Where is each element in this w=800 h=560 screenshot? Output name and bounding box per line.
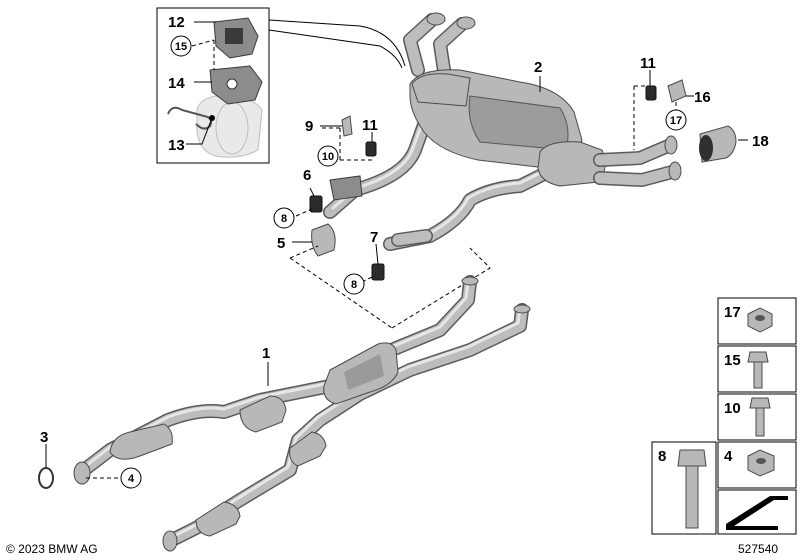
panel-17-number: 17	[724, 304, 741, 321]
callout-2: 2	[534, 59, 542, 76]
dash-mount-frame	[289, 245, 491, 329]
cat-converter-lower-left	[195, 501, 241, 537]
front-flange-lower	[162, 530, 178, 552]
callout-10-ring	[317, 145, 339, 167]
callout-7: 7	[370, 229, 378, 246]
rear-muffler-left-box	[411, 73, 471, 107]
panel-4-number: 4	[724, 448, 733, 465]
dash-8-upper	[295, 207, 315, 217]
callout-8b: 8	[351, 279, 357, 291]
clamp-assembly-6	[329, 175, 363, 201]
lead-6	[309, 187, 315, 197]
cat-converter-upper-left	[109, 423, 173, 460]
center-silencer-shade	[344, 354, 384, 390]
copyright-text: © 2023 BMW AG	[6, 542, 98, 556]
parts-panel: 17 15 10 8 4	[651, 297, 797, 535]
upper-tailpipe-1-body	[404, 14, 438, 76]
direction-arrow-icon	[726, 496, 788, 530]
bracket-16-icon	[667, 79, 687, 103]
panel-8-number: 8	[658, 448, 666, 465]
callout-15-ring	[170, 35, 192, 57]
hanger-5-icon	[311, 223, 336, 257]
inset-connector-line-2	[268, 29, 403, 69]
callout-10: 10	[322, 151, 334, 163]
callout-11-right: 11	[640, 55, 656, 72]
right-silencer	[537, 141, 606, 187]
bracket-9-icon	[341, 115, 353, 137]
lead-7	[375, 243, 379, 265]
rear-pipe-right-body	[384, 166, 554, 250]
right-tip-1	[664, 135, 678, 155]
callout-8a-ring	[273, 207, 295, 229]
callout-5: 5	[277, 235, 285, 252]
callout-18: 18	[752, 133, 769, 150]
rubber-mount-11-right-icon	[645, 85, 657, 101]
panel-10-number: 10	[724, 400, 741, 417]
bolt-10-icon	[749, 397, 771, 409]
cat-converter-upper-mid	[239, 395, 287, 433]
upper-tailpipe-2-body	[434, 18, 468, 76]
callout-4-ring	[120, 467, 142, 489]
front-flange-left	[73, 461, 91, 485]
callout-17: 17	[670, 115, 682, 127]
bolt-8-icon	[677, 449, 707, 467]
callout-4: 4	[128, 473, 135, 485]
callout-8a: 8	[281, 213, 287, 225]
callout-9: 9	[305, 118, 313, 135]
bolt-10-shank	[755, 407, 765, 437]
nut-4-hole	[756, 458, 766, 464]
rubber-mount-12-block	[225, 28, 243, 44]
front-upper-outlet	[461, 276, 479, 286]
rear-pipe-right-hi	[390, 168, 548, 243]
front-clamp-7-pipe-body	[392, 230, 432, 246]
callout-16: 16	[694, 89, 711, 106]
callout-12: 12	[168, 14, 185, 31]
bracket-14-hole	[226, 78, 238, 90]
right-tip-2	[668, 161, 682, 181]
tailpipe-trim-18-mouth	[699, 135, 713, 161]
callout-17-ring	[665, 109, 687, 131]
callout-8b-ring	[343, 273, 365, 295]
cat-converter-lower-mid	[289, 431, 327, 467]
right-tailpipe-2-body	[594, 166, 678, 186]
flange-nut-17-hole	[755, 315, 765, 321]
rubber-mount-6-icon	[309, 195, 323, 213]
inset-connector-line	[268, 19, 406, 67]
rubber-mount-7-icon	[371, 263, 385, 281]
gasket-3-icon	[38, 467, 54, 489]
bolt-15-shank	[753, 361, 763, 389]
callout-13: 13	[168, 137, 185, 154]
bolt-8-shank	[685, 465, 699, 529]
callout-6: 6	[303, 167, 311, 184]
callout-11-left: 11	[362, 117, 378, 134]
callout-3: 3	[40, 429, 48, 446]
inset-dash-15	[191, 39, 215, 47]
rubber-mount-11-left-icon	[365, 141, 377, 157]
upper-tip-2	[456, 16, 476, 30]
tailpipe-ghost-icon	[215, 101, 249, 155]
upper-tip-1	[426, 12, 446, 26]
callout-14: 14	[168, 75, 185, 92]
dash-9-10	[322, 127, 372, 161]
drawing-number: 527540	[738, 542, 778, 556]
bolt-15-icon	[747, 351, 769, 363]
front-lower-outlet	[513, 304, 531, 314]
panel-15-number: 15	[724, 352, 741, 369]
callout-1: 1	[262, 345, 270, 362]
callout-15: 15	[175, 41, 187, 53]
right-tailpipe-1-body	[594, 140, 674, 166]
inset-lead-13	[186, 117, 213, 145]
